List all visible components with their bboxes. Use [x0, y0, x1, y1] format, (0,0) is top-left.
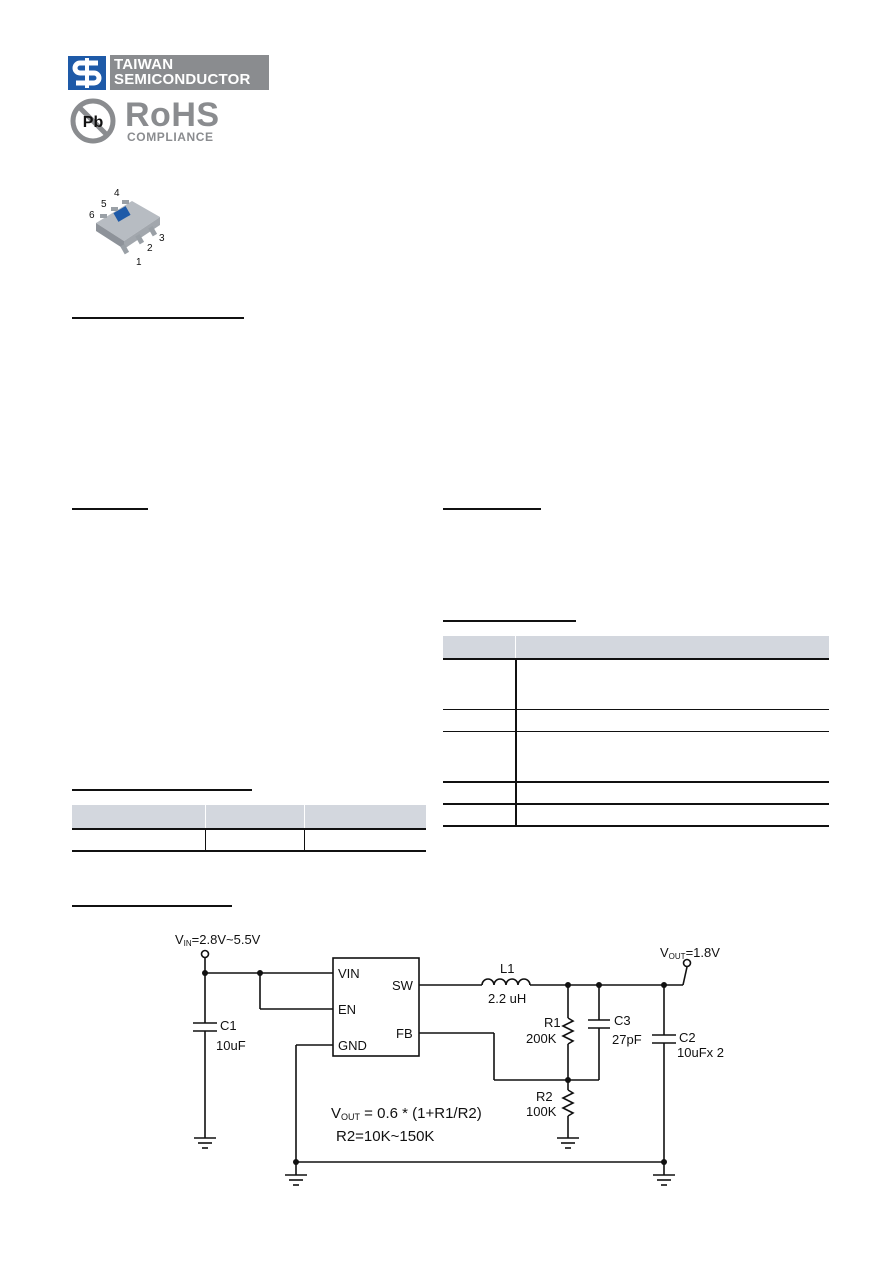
c2-name: C2 [679, 1030, 696, 1045]
table-row [443, 731, 830, 783]
c2-value: 10uFx 2 [677, 1045, 724, 1060]
table-header-cell [304, 805, 426, 829]
table-cell [205, 829, 305, 851]
pin-en-label: EN [338, 1002, 356, 1017]
ordering-table-header [72, 805, 426, 829]
table-cell [443, 659, 517, 710]
ic-block [332, 957, 420, 1057]
l1-name: L1 [500, 961, 514, 976]
logo-line-2: SEMICONDUCTOR [114, 71, 251, 88]
pin-definition-table [443, 636, 829, 827]
table-header-cell [72, 805, 207, 829]
c3-name: C3 [614, 1013, 631, 1028]
company-logo-text: TAIWAN SEMICONDUCTOR [110, 55, 269, 90]
pin-label-1: 1 [136, 257, 142, 268]
table-cell [516, 732, 830, 783]
table-cell [443, 804, 517, 826]
vin-terminal-icon [200, 949, 210, 959]
pin-table-header [443, 636, 829, 659]
section-rule-pin-definition [443, 620, 576, 622]
pin-label-2: 2 [147, 243, 153, 254]
vout-terminal-icon [682, 958, 692, 968]
pin-gnd-label: GND [338, 1038, 367, 1053]
table-header-cell [516, 636, 830, 659]
pin-vin-label: VIN [338, 966, 360, 981]
table-header-cell [443, 636, 516, 659]
logo-line-1: TAIWAN [114, 56, 174, 73]
section-rule-general [72, 317, 244, 319]
section-rule-ordering [72, 789, 252, 791]
table-row [72, 829, 426, 851]
pb-text: Pb [83, 114, 104, 131]
table-cell [72, 829, 207, 851]
pin-sw-label: SW [392, 978, 414, 993]
pin-label-4: 4 [114, 188, 120, 199]
table-header-cell [205, 805, 305, 829]
vout-label: VOUT=1.8V [660, 945, 720, 961]
r1-resistor-icon [561, 1017, 575, 1045]
table-cell [516, 710, 830, 732]
table-row [443, 709, 830, 732]
table-row [443, 782, 829, 804]
r2-range: R2=10K~150K [336, 1128, 434, 1145]
package-logo-icon [113, 206, 131, 222]
rohs-subtitle: COMPLIANCE [127, 130, 214, 144]
pb-free-icon: Pb [70, 98, 116, 144]
table-cell [443, 709, 517, 732]
l1-value: 2.2 uH [488, 991, 526, 1006]
pin-label-6: 6 [89, 210, 95, 221]
c3-value: 27pF [612, 1032, 642, 1047]
pin-fb-label: FB [396, 1026, 413, 1041]
company-logo-mark-icon [68, 56, 106, 90]
section-rule-application-circuit [72, 905, 232, 907]
r1-value: 200K [526, 1031, 557, 1046]
table-row [443, 804, 829, 826]
table-row [443, 659, 829, 710]
l1-inductor-icon [481, 978, 531, 986]
ordering-table [72, 805, 426, 852]
r2-value: 100K [526, 1104, 557, 1119]
table-cell [516, 804, 830, 826]
r1-name: R1 [544, 1015, 561, 1030]
c1-value: 10uF [216, 1038, 246, 1053]
r2-name: R2 [536, 1089, 553, 1104]
r2-resistor-icon [561, 1089, 575, 1117]
application-circuit-schematic: VIN=2.8V~5.5V VOUT=1.8V VIN EN GND SW FB… [175, 932, 724, 1186]
c1-name: C1 [220, 1018, 237, 1033]
table-cell [304, 829, 426, 851]
table-cell [516, 782, 830, 804]
section-rule-applications [443, 508, 541, 510]
rohs-title: RoHS [125, 96, 220, 134]
vout-formula: VOUT = 0.6 * (1+R1/R2) [331, 1105, 482, 1122]
table-cell [516, 659, 830, 710]
section-rule-features [72, 508, 148, 510]
package-image: 1 2 3 4 5 6 [89, 188, 165, 268]
pin-label-5: 5 [101, 199, 107, 210]
table-cell [443, 782, 517, 804]
table-cell [443, 731, 517, 782]
pin-label-3: 3 [159, 233, 165, 244]
vin-label: VIN=2.8V~5.5V [175, 932, 261, 948]
